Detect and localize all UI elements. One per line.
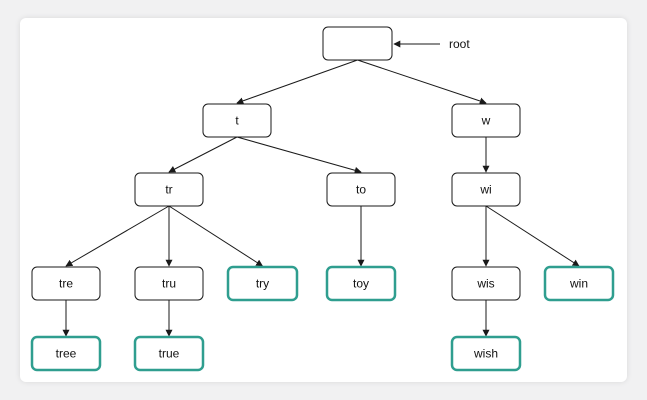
node-tru: tru [134,266,204,301]
node-to: to [326,172,396,207]
edge-tr-to-tre [65,205,170,267]
edges-layer [62,59,580,337]
edge-t-to-tr [168,136,238,173]
node-wish-label: wish [473,347,498,361]
node-wi-label: wi [479,183,491,197]
node-tru-label: tru [162,277,176,291]
node-wis-label: wis [476,277,494,291]
node-true-label: true [159,347,180,361]
node-tree: tree [30,335,102,372]
edge-tr-to-try [168,205,264,267]
node-to-label: to [356,183,366,197]
diagram-card [20,18,627,382]
node-root [322,26,393,61]
edge-wi-to-win [485,205,580,267]
node-try-label: try [256,277,269,291]
node-try: try [226,265,299,302]
node-toy-label: toy [353,277,369,291]
root-label: root [449,37,470,51]
node-tre: tre [31,266,101,301]
node-tr: tr [134,172,204,207]
node-wish: wish [450,335,522,372]
node-toy: toy [325,265,397,302]
node-wi: wi [451,172,521,207]
node-win: win [543,265,615,302]
edge-root-to-t [236,59,358,105]
node-win-label: win [569,277,588,291]
node-tree-label: tree [56,347,77,361]
node-w: w [451,103,521,138]
edge-t-to-to [236,136,362,174]
nodes-layer: t w tr to wi tre tru try [30,26,615,372]
node-w-label: w [481,114,491,128]
node-true: true [133,335,205,372]
node-t-label: t [235,114,239,128]
node-tre-label: tre [59,277,73,291]
edge-root-to-w [357,59,487,105]
node-wis: wis [451,266,521,301]
node-t: t [202,103,272,138]
node-tr-label: tr [165,183,172,197]
